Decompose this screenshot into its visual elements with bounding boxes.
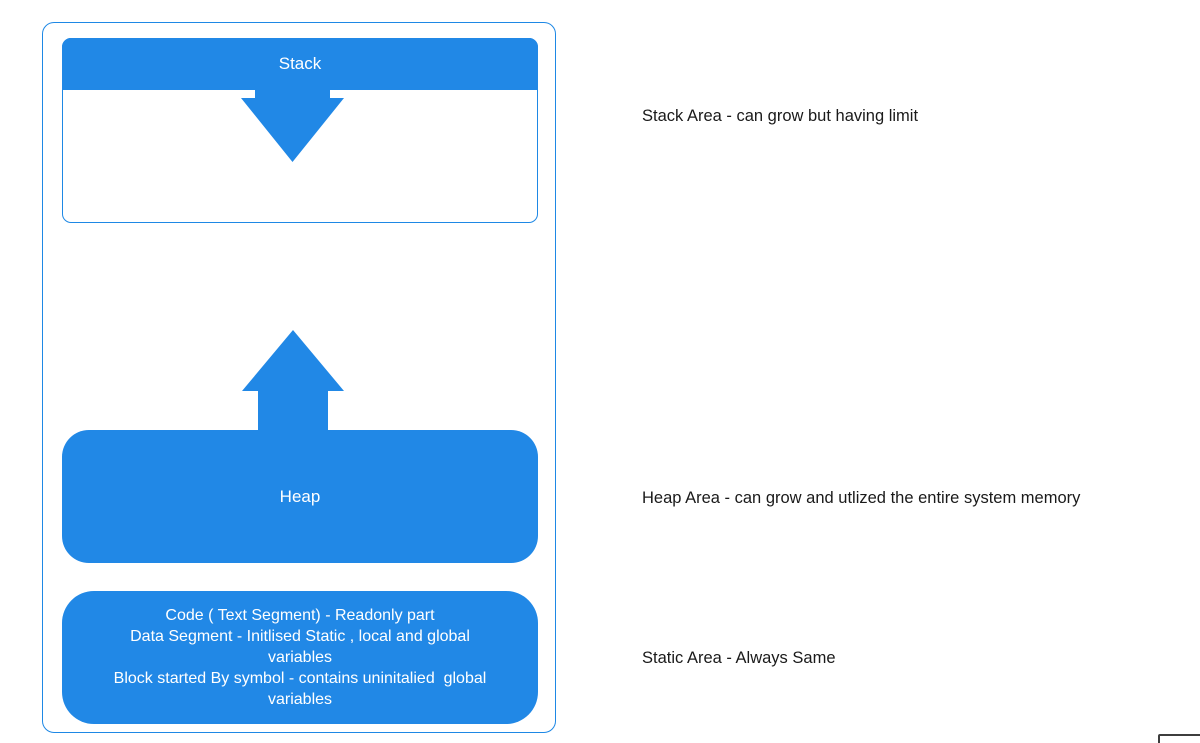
heap-label: Heap (279, 486, 321, 506)
stack-label: Stack (278, 54, 322, 73)
static-segment-text-line: Data Segment - Initlised Static , local … (130, 628, 470, 645)
static-segment-text-line: variables (267, 649, 333, 666)
heap-box: Heap (62, 430, 538, 563)
stack-area-annotation: Stack Area - can grow but having limit (642, 107, 919, 125)
cropped-page-outline (1158, 734, 1200, 743)
stack-header: Stack (62, 38, 538, 90)
heap-grow-up-arrow-icon (242, 330, 344, 431)
stack-grow-down-arrow-icon (241, 90, 344, 162)
static-segment-text-line: variables (267, 691, 333, 708)
stack-section-box: Stack (62, 38, 538, 223)
heap-area-annotation: Heap Area - can grow and utlized the ent… (642, 489, 1081, 507)
static-area-annotation: Static Area - Always Same (642, 649, 836, 667)
static-segment-text-line: Code ( Text Segment) - Readonly part (165, 607, 435, 624)
static-segment-text-line: Block started By symbol - contains unini… (113, 670, 487, 687)
